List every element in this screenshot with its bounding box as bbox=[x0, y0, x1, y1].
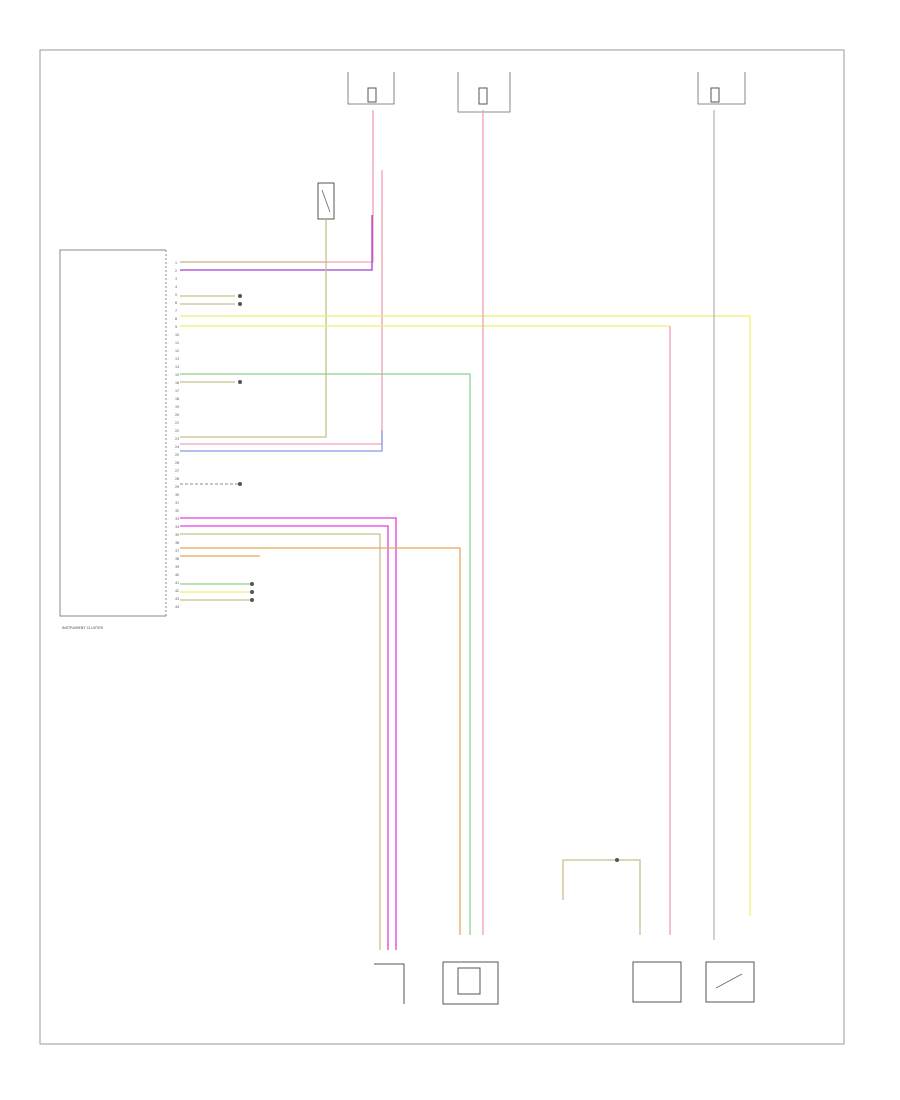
svg-text:22: 22 bbox=[175, 429, 179, 433]
svg-text:37: 37 bbox=[175, 549, 179, 553]
wire-magenta-1 bbox=[180, 517, 397, 950]
svg-text:7: 7 bbox=[175, 309, 177, 313]
svg-text:17: 17 bbox=[175, 389, 179, 393]
svg-text:8: 8 bbox=[175, 317, 177, 321]
fuel-sender bbox=[374, 963, 405, 1004]
fuse-box-1 bbox=[347, 72, 395, 105]
fuse-box-2 bbox=[457, 72, 511, 113]
svg-text:25: 25 bbox=[175, 453, 179, 457]
svg-text:5: 5 bbox=[175, 293, 177, 297]
wire-olive-2 bbox=[180, 262, 327, 438]
wire-green-1 bbox=[180, 373, 471, 935]
svg-text:2: 2 bbox=[175, 269, 177, 273]
svg-text:4: 4 bbox=[175, 285, 177, 289]
diagram-frame bbox=[39, 49, 845, 1045]
wire-olive-1 bbox=[180, 219, 327, 263]
wire-pink-1 bbox=[180, 110, 374, 263]
svg-text:16: 16 bbox=[175, 381, 179, 385]
svg-text:15: 15 bbox=[175, 373, 179, 377]
svg-text:23: 23 bbox=[175, 437, 179, 441]
cluster-outline bbox=[59, 249, 166, 617]
svg-text:32: 32 bbox=[175, 509, 179, 513]
oil-sensor bbox=[442, 961, 499, 1005]
clutch-switch bbox=[705, 961, 755, 1003]
svg-text:1: 1 bbox=[175, 261, 177, 265]
wire-violet-1 bbox=[180, 215, 373, 271]
instrument-cluster: INSTRUMENT CLUSTER bbox=[59, 249, 167, 630]
svg-text:21: 21 bbox=[175, 421, 179, 425]
svg-text:18: 18 bbox=[175, 397, 179, 401]
svg-text:11: 11 bbox=[175, 341, 179, 345]
svg-text:44: 44 bbox=[175, 605, 179, 609]
wire-yellow-1 bbox=[180, 315, 751, 916]
svg-text:28: 28 bbox=[175, 477, 179, 481]
svg-text:14: 14 bbox=[175, 365, 179, 369]
svg-text:33: 33 bbox=[175, 517, 179, 521]
wire-orange-1 bbox=[180, 547, 461, 935]
svg-text:31: 31 bbox=[175, 501, 179, 505]
svg-text:34: 34 bbox=[175, 525, 179, 529]
connector-marks bbox=[238, 294, 619, 862]
warning-switch bbox=[632, 961, 682, 1003]
svg-text:36: 36 bbox=[175, 541, 179, 545]
svg-text:3: 3 bbox=[175, 277, 177, 281]
fuse-box-3 bbox=[697, 72, 746, 105]
svg-text:10: 10 bbox=[175, 333, 179, 337]
svg-text:30: 30 bbox=[175, 493, 179, 497]
svg-text:13: 13 bbox=[175, 357, 179, 361]
svg-text:40: 40 bbox=[175, 573, 179, 577]
svg-text:12: 12 bbox=[175, 349, 179, 353]
wire-magenta-2 bbox=[180, 525, 389, 950]
svg-text:27: 27 bbox=[175, 469, 179, 473]
svg-text:26: 26 bbox=[175, 461, 179, 465]
svg-text:38: 38 bbox=[175, 557, 179, 561]
svg-text:42: 42 bbox=[175, 589, 179, 593]
svg-text:41: 41 bbox=[175, 581, 179, 585]
wire-olive-6 bbox=[180, 533, 381, 950]
wire-olive-8 bbox=[562, 859, 641, 935]
svg-text:19: 19 bbox=[175, 405, 179, 409]
svg-text:43: 43 bbox=[175, 597, 179, 601]
top-sensor bbox=[317, 182, 335, 220]
svg-text:24: 24 bbox=[175, 445, 179, 449]
svg-text:39: 39 bbox=[175, 565, 179, 569]
cluster-title: INSTRUMENT CLUSTER bbox=[62, 626, 103, 630]
svg-text:6: 6 bbox=[175, 301, 177, 305]
wires bbox=[180, 110, 751, 950]
wire-pink-2 bbox=[180, 170, 383, 445]
wire-blue bbox=[180, 430, 383, 452]
svg-text:9: 9 bbox=[175, 325, 177, 329]
svg-text:29: 29 bbox=[175, 485, 179, 489]
svg-text:20: 20 bbox=[175, 413, 179, 417]
svg-text:35: 35 bbox=[175, 533, 179, 537]
